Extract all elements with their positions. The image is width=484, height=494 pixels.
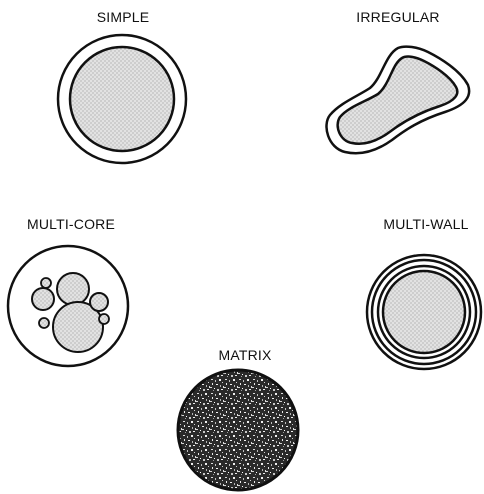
irregular-capsule <box>326 47 469 154</box>
multi-wall-capsule <box>367 255 481 369</box>
multi-core-capsule <box>8 246 128 366</box>
matrix-capsule <box>178 370 298 490</box>
simple-capsule <box>58 35 186 163</box>
